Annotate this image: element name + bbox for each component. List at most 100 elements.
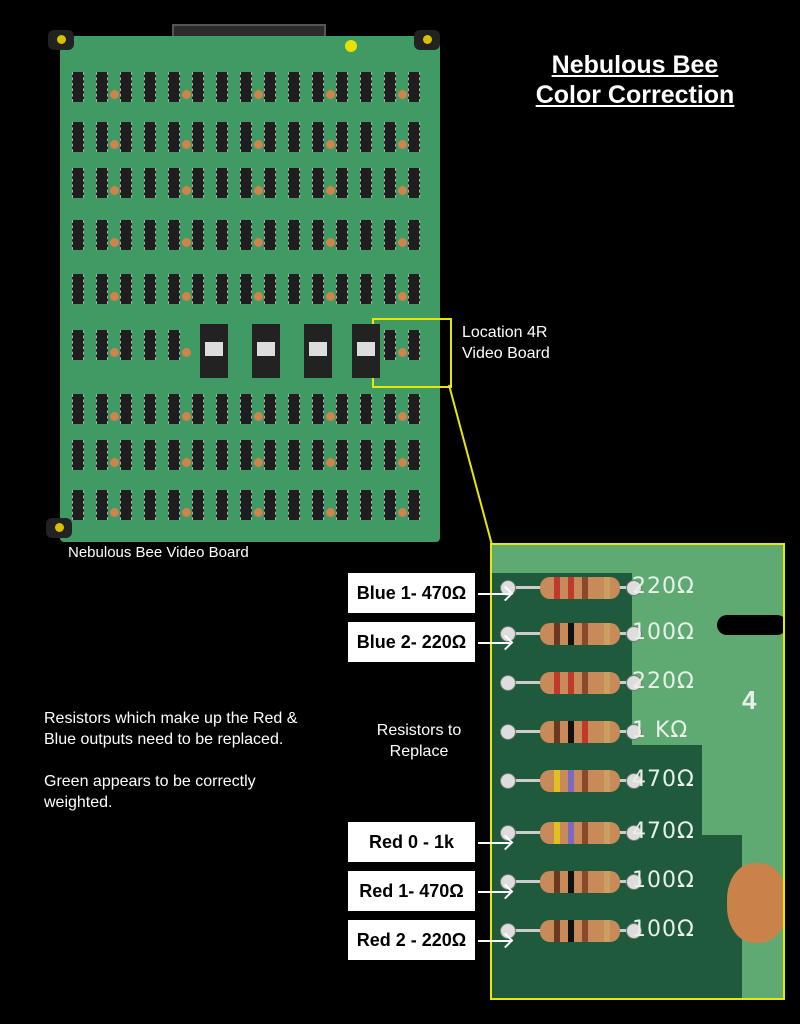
color-band [554, 871, 560, 893]
color-band [604, 822, 610, 844]
ic-chip [264, 440, 276, 470]
capacitor [254, 90, 263, 99]
ic-chip [408, 440, 420, 470]
ic-chip [336, 440, 348, 470]
resistor-body [540, 770, 620, 792]
color-band [568, 672, 574, 694]
capacitor [326, 90, 335, 99]
ic-chip [216, 440, 228, 470]
cable-shadow [717, 615, 783, 635]
resistor-body [540, 871, 620, 893]
ic-chip [216, 274, 228, 304]
ic-chip [144, 274, 156, 304]
ic-chip [192, 394, 204, 424]
ic-chip [168, 330, 180, 360]
ic-chip [144, 490, 156, 520]
capacitor [326, 508, 335, 517]
ic-chip [168, 440, 180, 470]
title-line-1: Nebulous Bee [551, 51, 719, 79]
location-line-1: Location 4R [462, 324, 548, 341]
color-band [568, 577, 574, 599]
silkscreen-value: 100Ω [632, 917, 695, 942]
ic-chip [96, 330, 108, 360]
ic-chip [120, 330, 132, 360]
ic-chip [264, 394, 276, 424]
ic-chip [96, 220, 108, 250]
solder-pad [500, 675, 516, 691]
ic-chip [120, 274, 132, 304]
ic-chip [192, 440, 204, 470]
ic-chip [312, 274, 324, 304]
ic-chip [144, 168, 156, 198]
ic-chip [144, 330, 156, 360]
ic-chip [96, 440, 108, 470]
ic-chip [408, 220, 420, 250]
arrow-icon [478, 642, 510, 644]
capacitor [254, 238, 263, 247]
capacitor [182, 292, 191, 301]
capacitor [182, 140, 191, 149]
ic-chip [72, 440, 84, 470]
color-band [554, 672, 560, 694]
resistors-heading: Resistors to Replace [355, 720, 483, 762]
color-band [568, 623, 574, 645]
ic-chip [384, 490, 396, 520]
capacitor [398, 292, 407, 301]
ic-chip [120, 72, 132, 102]
capacitor [110, 238, 119, 247]
ic-chip [120, 122, 132, 152]
ic-chip [264, 274, 276, 304]
resistor-body [540, 577, 620, 599]
capacitor [110, 186, 119, 195]
ic-chip [72, 274, 84, 304]
color-band [554, 770, 560, 792]
color-band [554, 623, 560, 645]
color-band [604, 577, 610, 599]
resistor-label: Red 2 - 220Ω [348, 920, 475, 960]
solder-pad [626, 825, 642, 841]
capacitor [398, 238, 407, 247]
ic-chip [360, 394, 372, 424]
ic-chip [408, 72, 420, 102]
ic-chip [168, 220, 180, 250]
mount-bracket [414, 30, 440, 50]
ic-chip [240, 394, 252, 424]
ic-chip [144, 72, 156, 102]
notes-paragraph-1: Resistors which make up the Red & Blue o… [44, 710, 298, 748]
ic-chip [408, 122, 420, 152]
ic-chip [96, 490, 108, 520]
ic-chip [216, 394, 228, 424]
capacitor [398, 90, 407, 99]
ic-chip [384, 274, 396, 304]
solder-pad [626, 773, 642, 789]
capacitor [110, 508, 119, 517]
arrow-icon [478, 593, 510, 595]
ic-chip [312, 122, 324, 152]
color-band [582, 672, 588, 694]
ic-chip [72, 330, 84, 360]
ic-chip [384, 330, 396, 360]
ic-chip [72, 168, 84, 198]
color-band [582, 721, 588, 743]
color-band [554, 822, 560, 844]
ic-chip [384, 72, 396, 102]
resistor [500, 822, 650, 844]
solder-pad [626, 580, 642, 596]
ic-chip [96, 72, 108, 102]
ic-chip [360, 274, 372, 304]
capacitor [110, 292, 119, 301]
ic-chip [264, 220, 276, 250]
capacitor [398, 508, 407, 517]
ic-chip [336, 122, 348, 152]
ic-chip [96, 168, 108, 198]
solder-pad [626, 874, 642, 890]
ic-chip [360, 168, 372, 198]
ic-chip [144, 122, 156, 152]
ic-chip [312, 394, 324, 424]
arrow-icon [478, 891, 510, 893]
board-sticker [345, 40, 357, 52]
ic-chip [264, 72, 276, 102]
ic-chip [240, 122, 252, 152]
